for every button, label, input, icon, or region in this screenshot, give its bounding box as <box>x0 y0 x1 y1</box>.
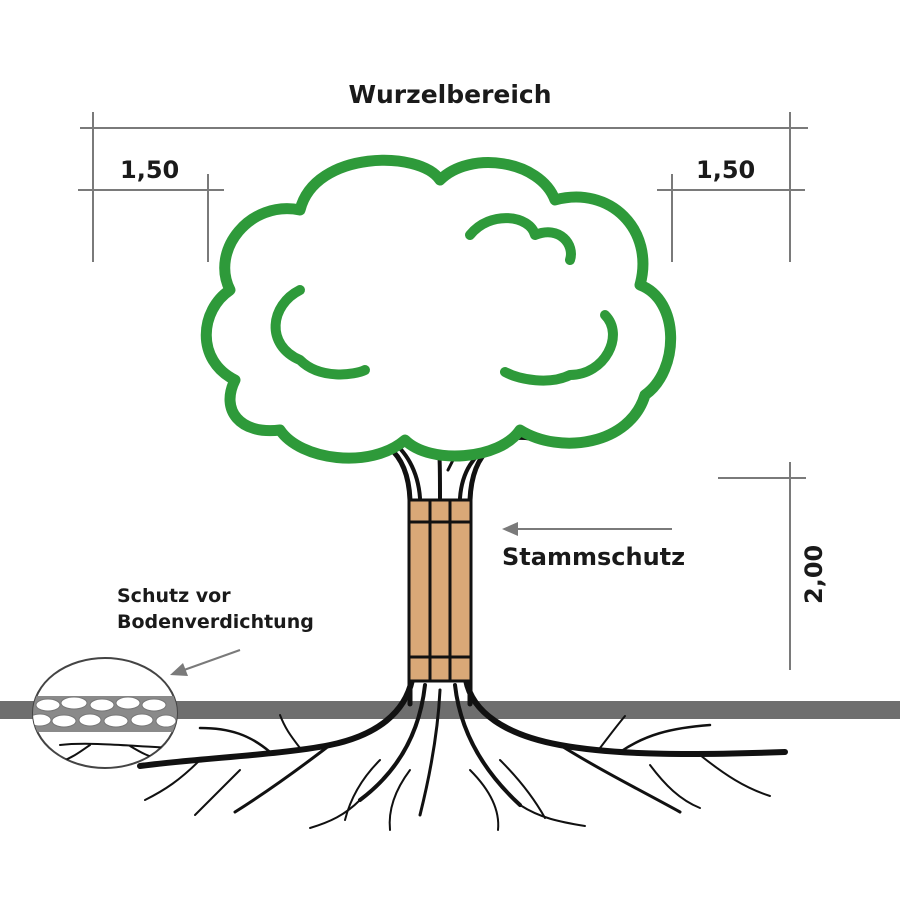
soil-protection-label-line2: Bodenverdichtung <box>117 611 314 633</box>
offset-left-label: 1,50 <box>120 156 180 184</box>
protection-height-label: 2,00 <box>800 544 828 604</box>
soil-protection-label-line1: Schutz vor <box>117 585 231 607</box>
offset-right-label: 1,50 <box>696 156 756 184</box>
pointer-arrows <box>170 522 672 676</box>
trunk-guard-icon <box>407 498 473 683</box>
tree-icon <box>200 154 677 464</box>
soil-detail-icon <box>32 657 178 769</box>
trunk-protection-label: Stammschutz <box>502 543 686 571</box>
root-zone-label: Wurzelbereich <box>348 80 552 109</box>
ground-line <box>0 701 900 719</box>
dimension-lines <box>78 112 808 670</box>
roots-icon <box>137 677 788 831</box>
